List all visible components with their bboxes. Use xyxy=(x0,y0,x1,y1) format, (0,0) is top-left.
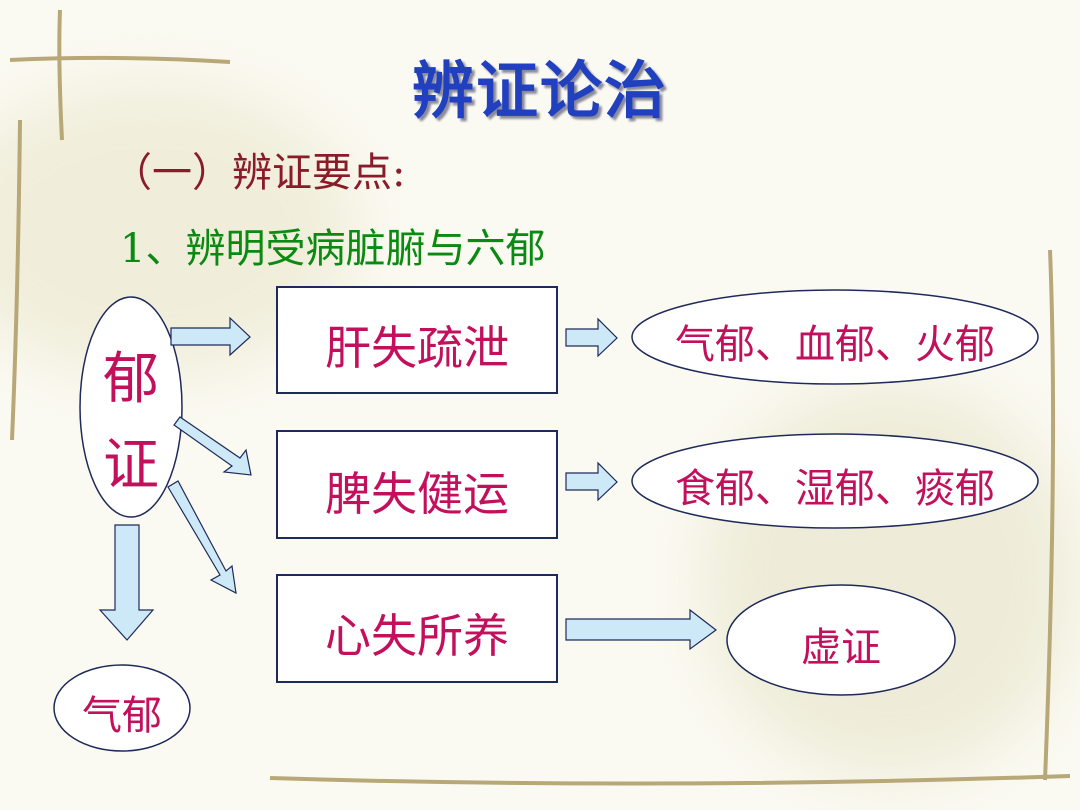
cause-box-1 xyxy=(276,286,558,394)
bottom-ellipse xyxy=(53,664,191,752)
vine-border xyxy=(9,9,1071,786)
root-label-line1: 郁 xyxy=(103,347,159,412)
arrow-right-icon xyxy=(170,316,251,357)
page-title: 辨证论治 xyxy=(411,54,668,127)
cause-box-3 xyxy=(276,574,558,683)
result-ellipse-2 xyxy=(631,433,1039,529)
cause-label-2: 脾失健运 xyxy=(325,467,509,521)
section-heading: （一）辨证要点: xyxy=(112,150,406,196)
result-ellipse-1 xyxy=(631,289,1039,385)
root-label-line2: 证 xyxy=(103,433,159,498)
arrow-diagonal-icon xyxy=(173,416,252,476)
arrow-diagonal-icon xyxy=(167,480,237,595)
cause-box-2 xyxy=(276,430,558,539)
result-label-3: 虚证 xyxy=(801,625,881,671)
subheading: 1、辨明受病脏腑与六郁 xyxy=(120,226,546,272)
result-label-2: 食郁、湿郁、痰郁 xyxy=(675,466,995,512)
arrow-right-icon xyxy=(565,317,618,358)
root-ellipse xyxy=(79,296,183,518)
cause-label-1: 肝失疏泄 xyxy=(325,321,509,375)
result-label-1: 气郁、血郁、火郁 xyxy=(675,322,995,368)
bottom-result-label: 气郁 xyxy=(82,693,162,739)
arrow-right-icon xyxy=(565,461,618,502)
arrow-down-icon xyxy=(98,524,155,641)
arrow-right-icon xyxy=(565,608,718,651)
cause-label-3: 心失所养 xyxy=(325,609,509,663)
result-ellipse-3 xyxy=(726,584,956,696)
